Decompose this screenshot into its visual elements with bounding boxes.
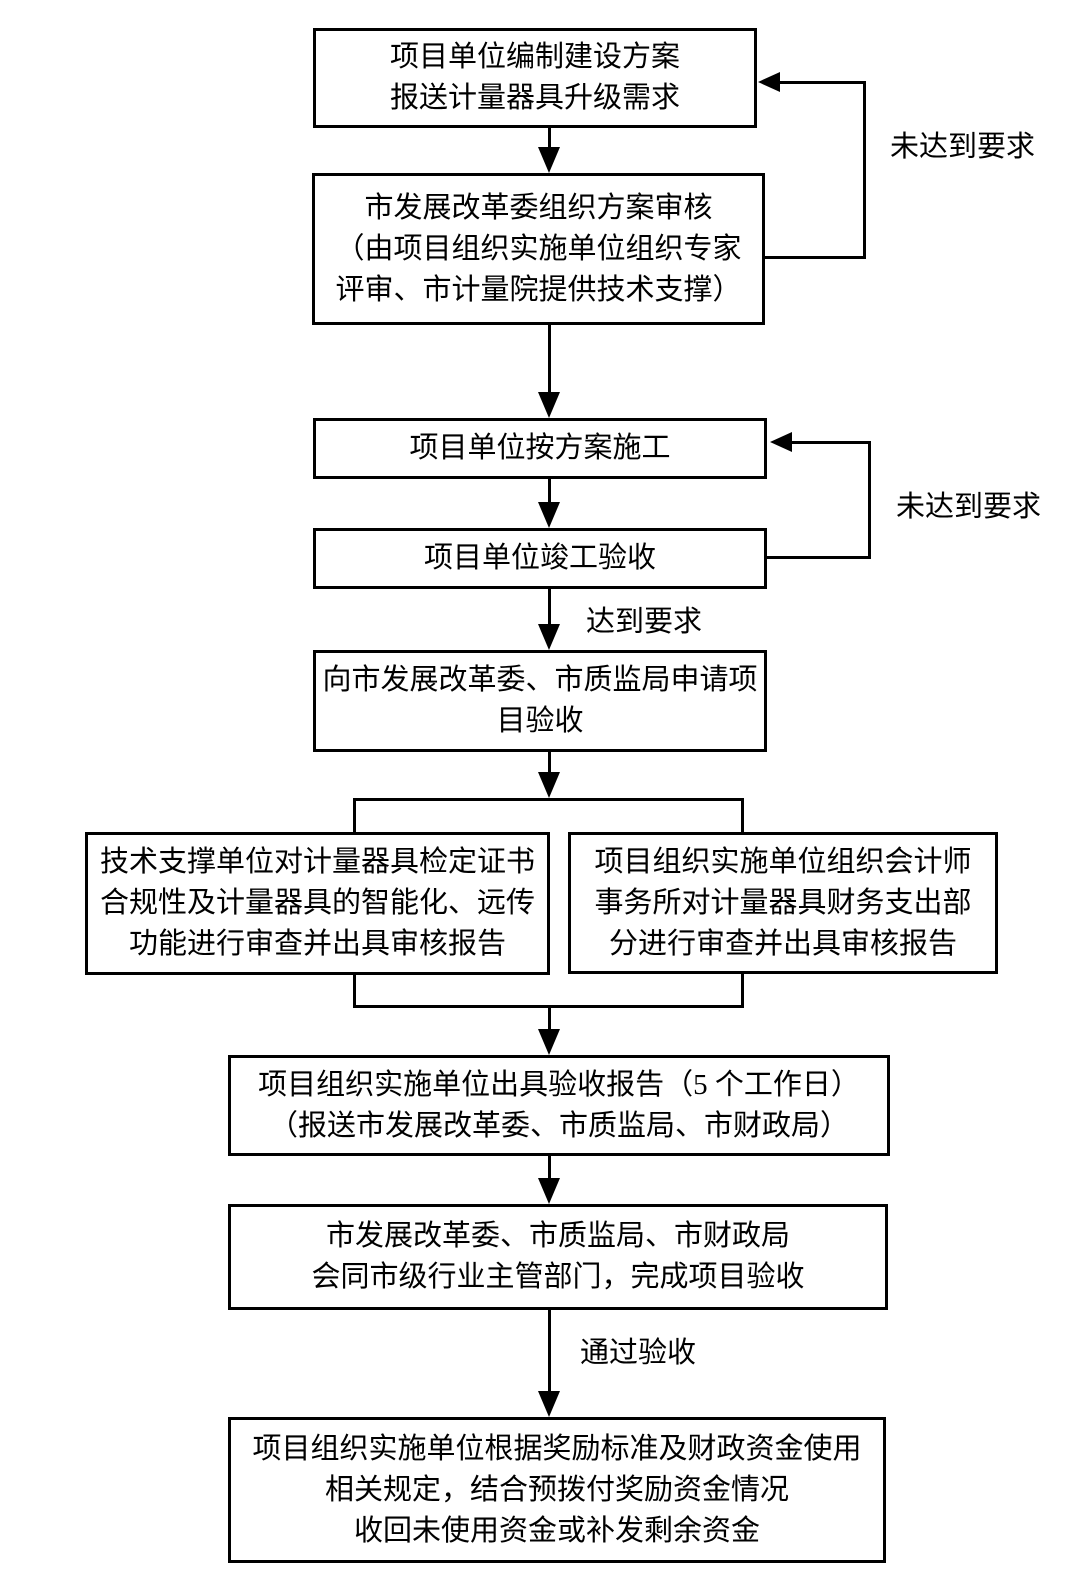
node-text-line: 分进行审查并出具审核报告: [608, 927, 957, 960]
arrowhead-down-icon: [538, 1391, 560, 1417]
split-bar-line: [353, 798, 744, 801]
node-text-line: 评审、市计量院提供技术支撑）: [335, 273, 742, 306]
merge-drop-right-line: [741, 974, 744, 1008]
node-text-line: 项目组织实施单位出具验收报告（5 个工作日）: [258, 1068, 860, 1101]
node-text-line: 项目单位编制建设方案: [389, 41, 680, 73]
node-apply: 向市发展改革委、市质监局申请项 目验收: [313, 650, 767, 752]
arrowhead-down-icon: [538, 1029, 560, 1055]
arrow-merge-to-report-line: [548, 1008, 551, 1030]
arrowhead-down-icon: [538, 147, 560, 173]
node-text-line: （报送市发展改革委、市质监局、市财政局）: [268, 1109, 849, 1142]
node-text-line: 目验收: [496, 705, 584, 737]
node-plan: 项目单位编制建设方案 报送计量器具升级需求: [313, 28, 757, 128]
split-drop-right-line: [741, 798, 744, 832]
split-drop-left-line: [353, 798, 356, 832]
arrow-plan-to-review-line: [548, 128, 551, 150]
merge-bar-line: [353, 1005, 744, 1008]
arrow-report-to-acceptance-line: [548, 1156, 551, 1179]
node-text-line: 报送计量器具升级需求: [389, 82, 680, 114]
node-text-line: 市发展改革委组织方案审核: [364, 191, 713, 224]
node-text-line: 项目单位按方案施工: [409, 432, 671, 464]
node-acceptance: 市发展改革委、市质监局、市财政局 会同市级行业主管部门，完成项目验收: [228, 1204, 888, 1310]
node-finance-audit: 项目组织实施单位组织会计师 事务所对计量器具财务支出部 分进行审查并出具审核报告: [568, 832, 998, 974]
node-text-line: 功能进行审查并出具审核报告: [128, 928, 506, 960]
feedback-loop-1-bottom-line: [765, 256, 866, 259]
node-text-line: 技术支撑单位对计量器具检定证书: [99, 846, 535, 878]
node-completion: 项目单位竣工验收: [313, 528, 767, 589]
node-text-line: 项目组织实施单位组织会计师: [594, 845, 972, 878]
arrowhead-left-icon: [770, 432, 792, 452]
arrowhead-down-icon: [538, 392, 560, 418]
node-text-line: （由项目组织实施单位组织专家: [335, 232, 742, 265]
arrow-acceptance-to-funds-line: [548, 1310, 551, 1392]
feedback-loop-1-top-line: [778, 81, 866, 84]
node-text-line: 相关规定，结合预拨付奖励资金情况: [324, 1473, 789, 1506]
arrowhead-down-icon: [538, 772, 560, 798]
node-review: 市发展改革委组织方案审核 （由项目组织实施单位组织专家 评审、市计量院提供技术支…: [312, 173, 765, 325]
feedback-loop-2-top-line: [790, 441, 871, 444]
merge-drop-left-line: [353, 975, 356, 1008]
arrow-review-to-construct-line: [548, 325, 551, 393]
arrow-apply-to-split-line: [548, 752, 551, 773]
arrow-construct-to-completion-line: [548, 479, 551, 503]
arrow-completion-to-apply-line: [548, 589, 551, 625]
node-text-line: 项目组织实施单位根据奖励标准及财政资金使用: [252, 1432, 862, 1465]
edge-label-met: 达到要求: [586, 606, 703, 638]
node-text-line: 向市发展改革委、市质监局申请项: [322, 664, 758, 696]
arrowhead-down-icon: [538, 1178, 560, 1204]
feedback-loop-1-vertical-line: [863, 81, 866, 259]
node-text-line: 合规性及计量器具的智能化、远传: [99, 887, 535, 919]
node-text-line: 市发展改革委、市质监局、市财政局: [325, 1220, 790, 1252]
node-text-line: 事务所对计量器具财务支出部: [594, 886, 972, 919]
feedback-loop-2-vertical-line: [868, 441, 871, 559]
node-text-line: 收回未使用资金或补发剩余资金: [353, 1514, 760, 1547]
edge-label-not-met-1: 未达到要求: [890, 131, 1036, 163]
node-report: 项目组织实施单位出具验收报告（5 个工作日） （报送市发展改革委、市质监局、市财…: [228, 1055, 890, 1156]
node-funds: 项目组织实施单位根据奖励标准及财政资金使用 相关规定，结合预拨付奖励资金情况 收…: [228, 1417, 886, 1563]
node-text-line: 项目单位竣工验收: [423, 542, 656, 574]
node-text-line: 会同市级行业主管部门，完成项目验收: [311, 1261, 805, 1293]
edge-label-not-met-2: 未达到要求: [896, 491, 1042, 523]
node-construct: 项目单位按方案施工: [313, 418, 767, 479]
feedback-loop-2-bottom-line: [767, 556, 871, 559]
arrowhead-left-icon: [758, 72, 780, 92]
edge-label-passed: 通过验收: [580, 1337, 697, 1369]
arrowhead-down-icon: [538, 502, 560, 528]
arrowhead-down-icon: [538, 624, 560, 650]
node-tech-audit: 技术支撑单位对计量器具检定证书 合规性及计量器具的智能化、远传 功能进行审查并出…: [85, 832, 550, 975]
